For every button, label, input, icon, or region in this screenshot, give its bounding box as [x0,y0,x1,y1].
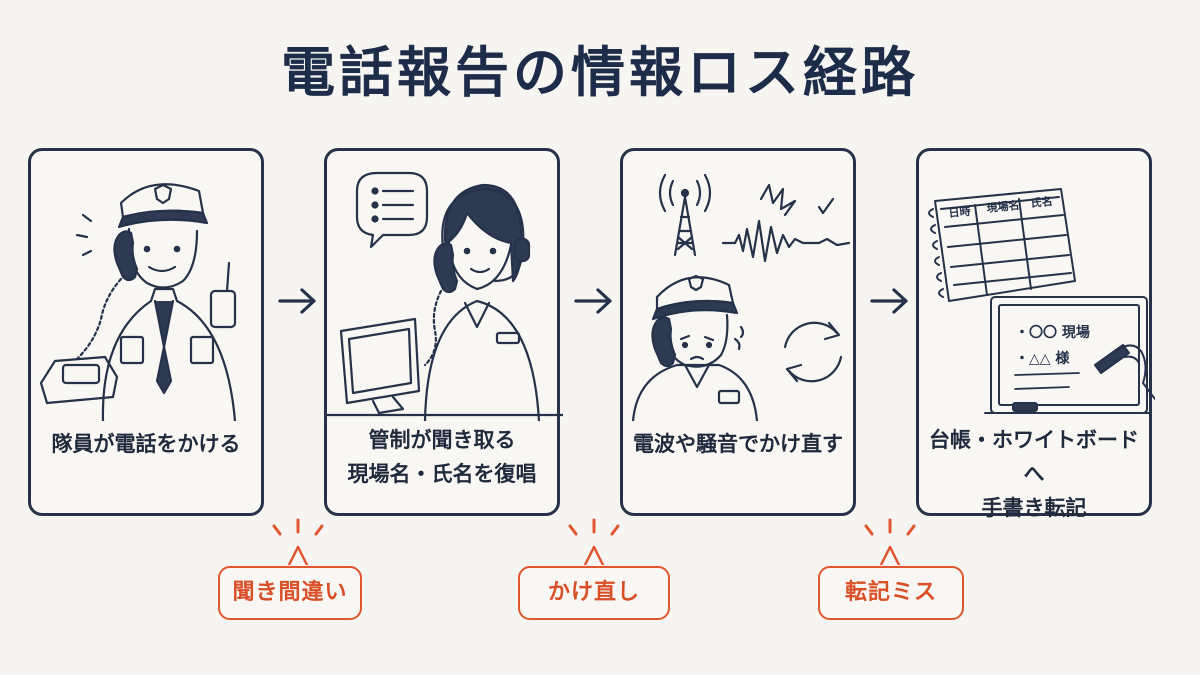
ledger-column-site: 現場名 [986,198,1020,215]
dispatcher-with-headset-illustration [327,171,563,421]
step-text-transcription: 台帳・ホワイトボードへ 手書き転記 [929,428,1139,520]
alert-burst-icon [272,518,324,536]
noise-wave-icon [721,219,851,263]
loss-callout-mishearing: 聞き間違い [218,566,362,620]
whiteboard-line-site: ・〇〇 現場 [1015,324,1090,341]
whiteboard-icon [984,296,1152,414]
flow-arrow-icon [870,288,908,314]
flow-arrow-icon [278,288,316,314]
ledger-column-name: 氏名 [1030,194,1053,210]
ledger-book-icon [928,188,1076,302]
alert-burst-icon [568,518,620,536]
step-text-call-back: 電波や騒音でかけ直す [633,432,843,456]
step-card-guard-call: 隊員が電話をかける [28,148,264,516]
loss-callout-call-back: かけ直し [518,566,670,620]
step-text-guard-call: 隊員が電話をかける [51,432,241,456]
step-card-call-back: 電波や騒音でかけ直す [620,148,856,516]
step-card-dispatcher-listen: 管制が聞き取る 現場名・氏名を復唱 [324,148,563,516]
page-title: 電話報告の情報ロス経路 [281,41,919,104]
alert-burst-icon [864,518,916,536]
ledger-and-whiteboard-illustration: 日時 現場名 氏名 ・〇〇 現場 ・△△ 様 [928,188,1155,414]
loss-callout-transcription-error: 転記ミス [818,566,964,620]
guard-on-phone-illustration [39,183,237,421]
step-card-transcription: 日時 現場名 氏名 ・〇〇 現場 ・△△ 様 台帳・ホワイトボードへ 手書き転記 [916,148,1155,520]
whiteboard-line-name: ・△△ 様 [1015,350,1070,367]
step-text-dispatcher-listen: 管制が聞き取る 現場名・氏名を復唱 [347,428,537,486]
noisy-call-illustration [631,173,851,421]
ledger-column-date: 日時 [948,204,971,220]
cap-badge-icon [153,183,173,205]
marker-hand-icon [1094,344,1155,400]
retry-arrows-icon [783,321,843,383]
flow-arrow-icon [574,288,612,314]
radio-tower-icon [658,173,712,257]
